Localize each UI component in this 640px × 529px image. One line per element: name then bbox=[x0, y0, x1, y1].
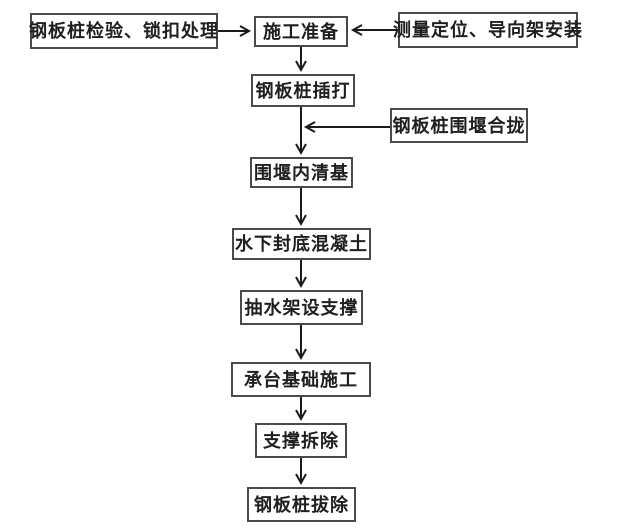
node-sheet-pile-inspection-lock-treatment: 钢板桩检验、锁扣处理 bbox=[29, 13, 218, 49]
node-sheet-pile-driving: 钢板桩插打 bbox=[251, 74, 355, 107]
node-sheet-pile-extraction: 钢板桩拔除 bbox=[247, 487, 356, 522]
node-support-removal: 支撑拆除 bbox=[255, 423, 347, 458]
node-pumping-and-bracing: 抽水架设支撑 bbox=[240, 290, 363, 325]
node-construction-preparation: 施工准备 bbox=[254, 16, 348, 47]
node-cofferdam-closure: 钢板桩围堰合拢 bbox=[390, 108, 528, 143]
node-cofferdam-foundation-cleaning: 围堰内清基 bbox=[250, 157, 353, 188]
node-survey-positioning-guide-frame: 测量定位、导向架安装 bbox=[393, 12, 582, 48]
node-underwater-seal-concrete: 水下封底混凝土 bbox=[232, 228, 371, 260]
node-pile-cap-foundation-construction: 承台基础施工 bbox=[231, 362, 371, 397]
